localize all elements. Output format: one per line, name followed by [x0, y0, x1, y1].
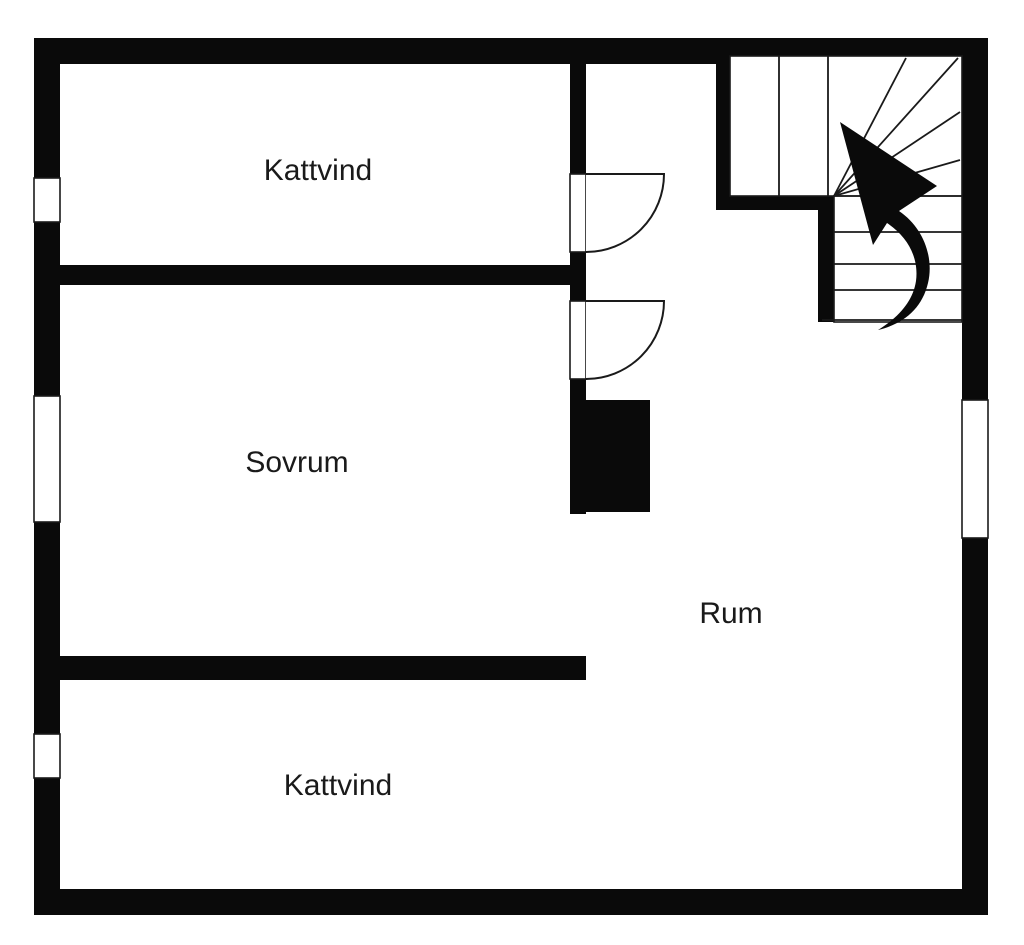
door-kattvind-top-swing-arc: [585, 173, 666, 253]
door-kattvind-top-opening: [569, 173, 587, 253]
doors-group: [569, 173, 666, 380]
stair-winder-ray: [833, 111, 961, 197]
door-sovrum-opening: [569, 300, 587, 380]
room-label-kattvind-bottom: Kattvind: [284, 769, 392, 802]
wall-stair-landing-vertical: [716, 52, 730, 204]
chimney-block: [580, 400, 650, 512]
wall-horizontal-upper: [48, 265, 586, 285]
stair-winder-ray: [833, 57, 907, 197]
door-sovrum-swing-arc: [585, 300, 666, 380]
staircase-group: [716, 52, 963, 330]
room-label-rum: Rum: [699, 597, 762, 630]
room-label-kattvind-top: Kattvind: [264, 154, 372, 187]
wall-stair-landing-horizontal: [716, 194, 834, 210]
window-left-top: [33, 177, 61, 223]
room-labels-group: Kattvind Sovrum Rum Kattvind: [245, 154, 762, 802]
window-left-bottom: [33, 733, 61, 779]
room-label-sovrum: Sovrum: [245, 446, 348, 479]
interior-walls-group: [48, 52, 586, 680]
wall-horizontal-lower: [48, 656, 586, 680]
window-right-middle: [961, 399, 989, 539]
windows-group: [33, 177, 989, 779]
wall-stair-shaft-vertical: [818, 194, 834, 322]
window-left-middle: [33, 395, 61, 523]
stair-direction-arrow: [840, 122, 937, 330]
